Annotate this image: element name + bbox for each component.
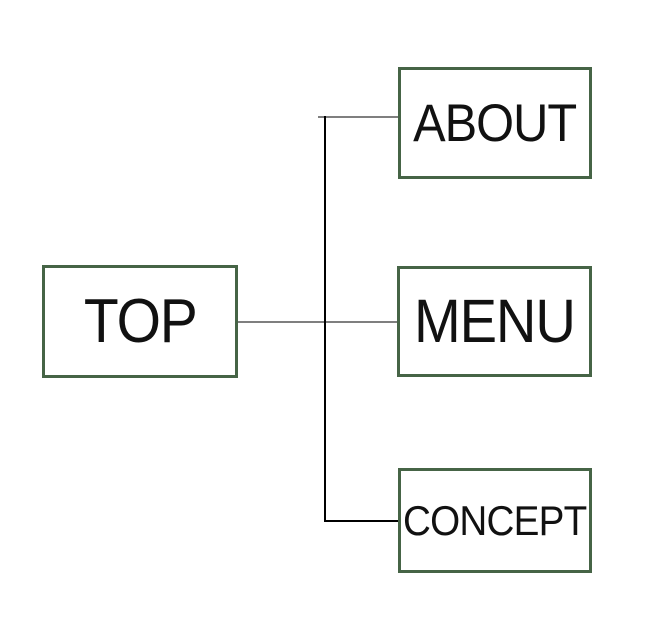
- node-top[interactable]: TOP: [42, 265, 238, 378]
- connector-vertical-trunk: [324, 116, 326, 522]
- node-concept-label: CONCEPT: [403, 496, 587, 544]
- connector-top-to-about: [318, 116, 398, 118]
- node-top-label: TOP: [83, 286, 198, 356]
- node-menu-label: MENU: [414, 287, 576, 355]
- node-concept[interactable]: CONCEPT: [398, 468, 592, 573]
- node-about-label: ABOUT: [413, 93, 577, 153]
- connector-top-to-menu: [238, 321, 397, 323]
- connector-top-to-concept: [324, 520, 398, 522]
- node-menu[interactable]: MENU: [397, 266, 592, 377]
- node-about[interactable]: ABOUT: [398, 67, 592, 179]
